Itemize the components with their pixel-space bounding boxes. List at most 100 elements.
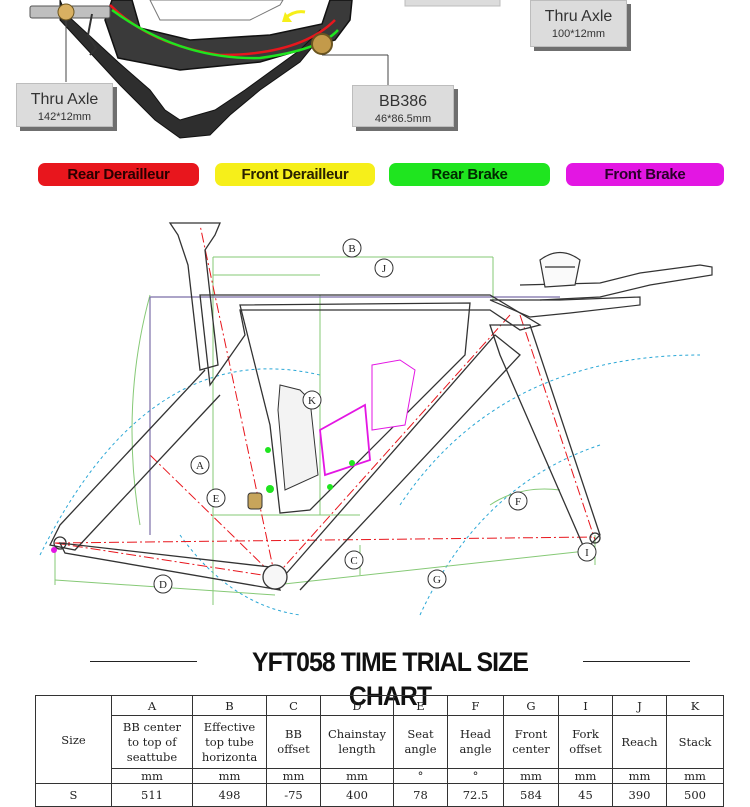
table-row: S 511 498 -75 400 78 72.5 584 45 390 500 [35, 783, 724, 807]
letter-i: I [558, 695, 613, 716]
unit-f: ° [447, 768, 504, 784]
desc-line: top tube [205, 734, 254, 749]
bb-callout: BB386 46*86.5mm [352, 85, 454, 127]
geometry-marker-label: B [348, 243, 355, 255]
unit-c: mm [266, 768, 321, 784]
size-header: Size [35, 695, 112, 784]
unit-g: mm [503, 768, 559, 784]
desc-line: Seat [407, 727, 434, 741]
cell-i: 45 [558, 783, 613, 807]
desc-line: Reach [621, 734, 658, 749]
letter-b: B [192, 695, 267, 716]
table-letter-row: Size A B C D E F G I J K [35, 695, 724, 784]
front-thru-axle-size: 100*12mm [551, 28, 606, 40]
desc-line: horizonta [201, 749, 258, 764]
desc-line: Front [514, 727, 548, 741]
desc-line: angle [459, 742, 492, 756]
geometry-marker-label: A [196, 460, 204, 472]
legend-front-derailleur-label: Front Derailleur [241, 166, 349, 183]
geometry-marker-label: I [585, 547, 589, 559]
unit-k: mm [666, 768, 724, 784]
letter-c: C [266, 695, 321, 716]
legend-front-brake: Front Brake [566, 163, 724, 186]
desc-line: Fork [572, 727, 599, 741]
geometry-marker-g [427, 569, 447, 589]
desc-k: Stack [666, 715, 724, 769]
desc-line: Chainstay [327, 727, 387, 741]
desc-line: Head [459, 727, 492, 741]
front-thru-axle-callout: Thru Axle 100*12mm [530, 0, 627, 47]
cell-e: 78 [393, 783, 448, 807]
letter-k: K [666, 695, 724, 716]
desc-line: offset [277, 742, 310, 756]
letter-f: F [447, 695, 504, 716]
rear-thru-axle-size: 142*12mm [37, 111, 92, 123]
front-thru-axle-title: Thru Axle [544, 8, 613, 25]
desc-line: center [512, 742, 550, 756]
cell-d: 400 [320, 783, 394, 807]
geometry-marker-c [344, 550, 364, 570]
legend-front-brake-label: Front Brake [604, 166, 686, 183]
letter-j: J [612, 695, 667, 716]
cell-b: 498 [192, 783, 267, 807]
unit-b: mm [192, 768, 267, 784]
desc-j: Reach [612, 715, 667, 769]
desc-line: BB center [122, 719, 182, 734]
cell-k: 500 [666, 783, 724, 807]
size-chart-title-row: YFT058 TIME TRIAL SIZE CHART [90, 645, 690, 711]
geometry-marker-b [342, 238, 362, 258]
geometry-marker-i [577, 542, 597, 562]
geometry-marker-j [374, 258, 394, 278]
geometry-marker-f [508, 491, 528, 511]
geometry-marker-label: J [382, 263, 387, 275]
desc-line: to top of [127, 734, 177, 749]
unit-d: mm [320, 768, 394, 784]
bb-title: BB386 [378, 93, 428, 110]
geometry-marker-label: C [350, 555, 357, 567]
geometry-marker-label: F [515, 496, 521, 508]
desc-line: angle [404, 742, 437, 756]
geometry-marker-d [153, 574, 173, 594]
cell-c: -75 [266, 783, 321, 807]
desc-line: offset [569, 742, 602, 756]
table-unit-row: mm mm mm mm ° ° mm mm mm mm [36, 768, 724, 784]
legend-rear-brake: Rear Brake [389, 163, 550, 186]
geometry-marker-e [206, 488, 226, 508]
row-size-s: S [35, 783, 112, 807]
letter-e: E [393, 695, 448, 716]
letter-a: A [111, 695, 193, 716]
desc-line: seattube [126, 749, 178, 764]
geometry-marker-label: E [213, 493, 220, 505]
unit-e: ° [393, 768, 448, 784]
unit-i: mm [558, 768, 613, 784]
legend-front-derailleur: Front Derailleur [215, 163, 375, 186]
title-rule-left [90, 661, 197, 662]
letter-d: D [320, 695, 394, 716]
cell-f: 72.5 [447, 783, 504, 807]
rear-thru-axle-callout: Thru Axle 142*12mm [16, 83, 113, 127]
unit-j: mm [612, 768, 667, 784]
desc-line: length [338, 742, 376, 756]
geometry-marker-a [190, 455, 210, 475]
letter-g: G [503, 695, 559, 716]
frame-detail-illustration [29, 0, 501, 139]
cell-g: 584 [503, 783, 559, 807]
desc-line: Stack [678, 734, 712, 749]
legend-rear-derailleur: Rear Derailleur [38, 163, 199, 186]
cell-a: 511 [111, 783, 193, 807]
bb-size: 46*86.5mm [374, 113, 432, 125]
geometry-marker-label: K [308, 395, 316, 407]
legend-rear-derailleur-label: Rear Derailleur [67, 166, 170, 183]
title-rule-right [583, 661, 690, 662]
geometry-marker-k [302, 390, 322, 410]
legend-rear-brake-label: Rear Brake [431, 166, 508, 183]
